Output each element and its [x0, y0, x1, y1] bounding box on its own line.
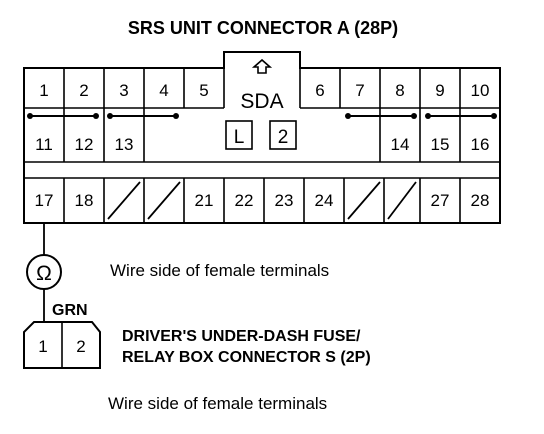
terminal-number: 27 — [431, 191, 450, 210]
row3-dividers — [63, 178, 461, 223]
terminal-number: 15 — [431, 135, 450, 154]
empty-cavity-slashes — [107, 181, 417, 220]
terminal-number: 21 — [195, 191, 214, 210]
terminal-number: 23 — [275, 191, 294, 210]
shorting-bars — [27, 113, 497, 119]
connector-s-pin: 2 — [76, 337, 85, 356]
terminal-number: 14 — [391, 135, 410, 154]
terminal-number: 8 — [395, 81, 404, 100]
connector-s-title-line2: RELAY BOX CONNECTOR S (2P) — [122, 349, 371, 366]
two-box — [269, 120, 297, 150]
terminal-number: 18 — [75, 191, 94, 210]
row1-numbers: 1 2 3 4 5 6 7 8 9 10 — [39, 81, 489, 100]
row2-numbers: 11 12 13 14 15 16 — [35, 135, 489, 154]
terminal-number: 9 — [435, 81, 444, 100]
connector-s-title-line1: DRIVER'S UNDER-DASH FUSE/ — [122, 328, 361, 345]
empty-cavity-20 — [147, 181, 181, 220]
terminal-number: 13 — [115, 135, 134, 154]
l-label: L — [234, 127, 245, 148]
l-box — [225, 120, 253, 150]
two-label: 2 — [278, 127, 289, 148]
terminal-number: 4 — [159, 81, 168, 100]
terminal-number: 16 — [471, 135, 490, 154]
terminal-number: 24 — [315, 191, 334, 210]
empty-cavity-26 — [387, 181, 417, 220]
terminal-number: 28 — [471, 191, 490, 210]
empty-cavity-25 — [347, 181, 381, 220]
terminal-number: 1 — [39, 81, 48, 100]
terminal-number: 12 — [75, 135, 94, 154]
terminal-number: 5 — [199, 81, 208, 100]
terminal-number: 7 — [355, 81, 364, 100]
connector-a-body — [23, 51, 501, 224]
connector-s-note: Wire side of female terminals — [108, 394, 327, 413]
connector-s-body — [23, 321, 101, 369]
connector-a-note: Wire side of female terminals — [110, 261, 329, 280]
connector-a-title: SRS UNIT CONNECTOR A (28P) — [128, 18, 398, 38]
terminal-number: 3 — [119, 81, 128, 100]
wire-color-label: GRN — [52, 302, 88, 319]
ohm-symbol: Ω — [36, 262, 52, 285]
terminal-number: 10 — [471, 81, 490, 100]
lock-arrow-icon — [251, 58, 273, 74]
row1-dividers — [63, 68, 461, 108]
terminal-number: 17 — [35, 191, 54, 210]
row3-numbers: 17 18 21 22 23 24 27 28 — [35, 191, 490, 210]
terminal-number: 2 — [79, 81, 88, 100]
terminal-number: 11 — [35, 135, 53, 154]
empty-cavity-19 — [107, 181, 141, 220]
connector-s-pin: 1 — [38, 337, 47, 356]
terminal-number: 22 — [235, 191, 254, 210]
terminal-number: 6 — [315, 81, 324, 100]
sda-label: SDA — [240, 90, 283, 113]
